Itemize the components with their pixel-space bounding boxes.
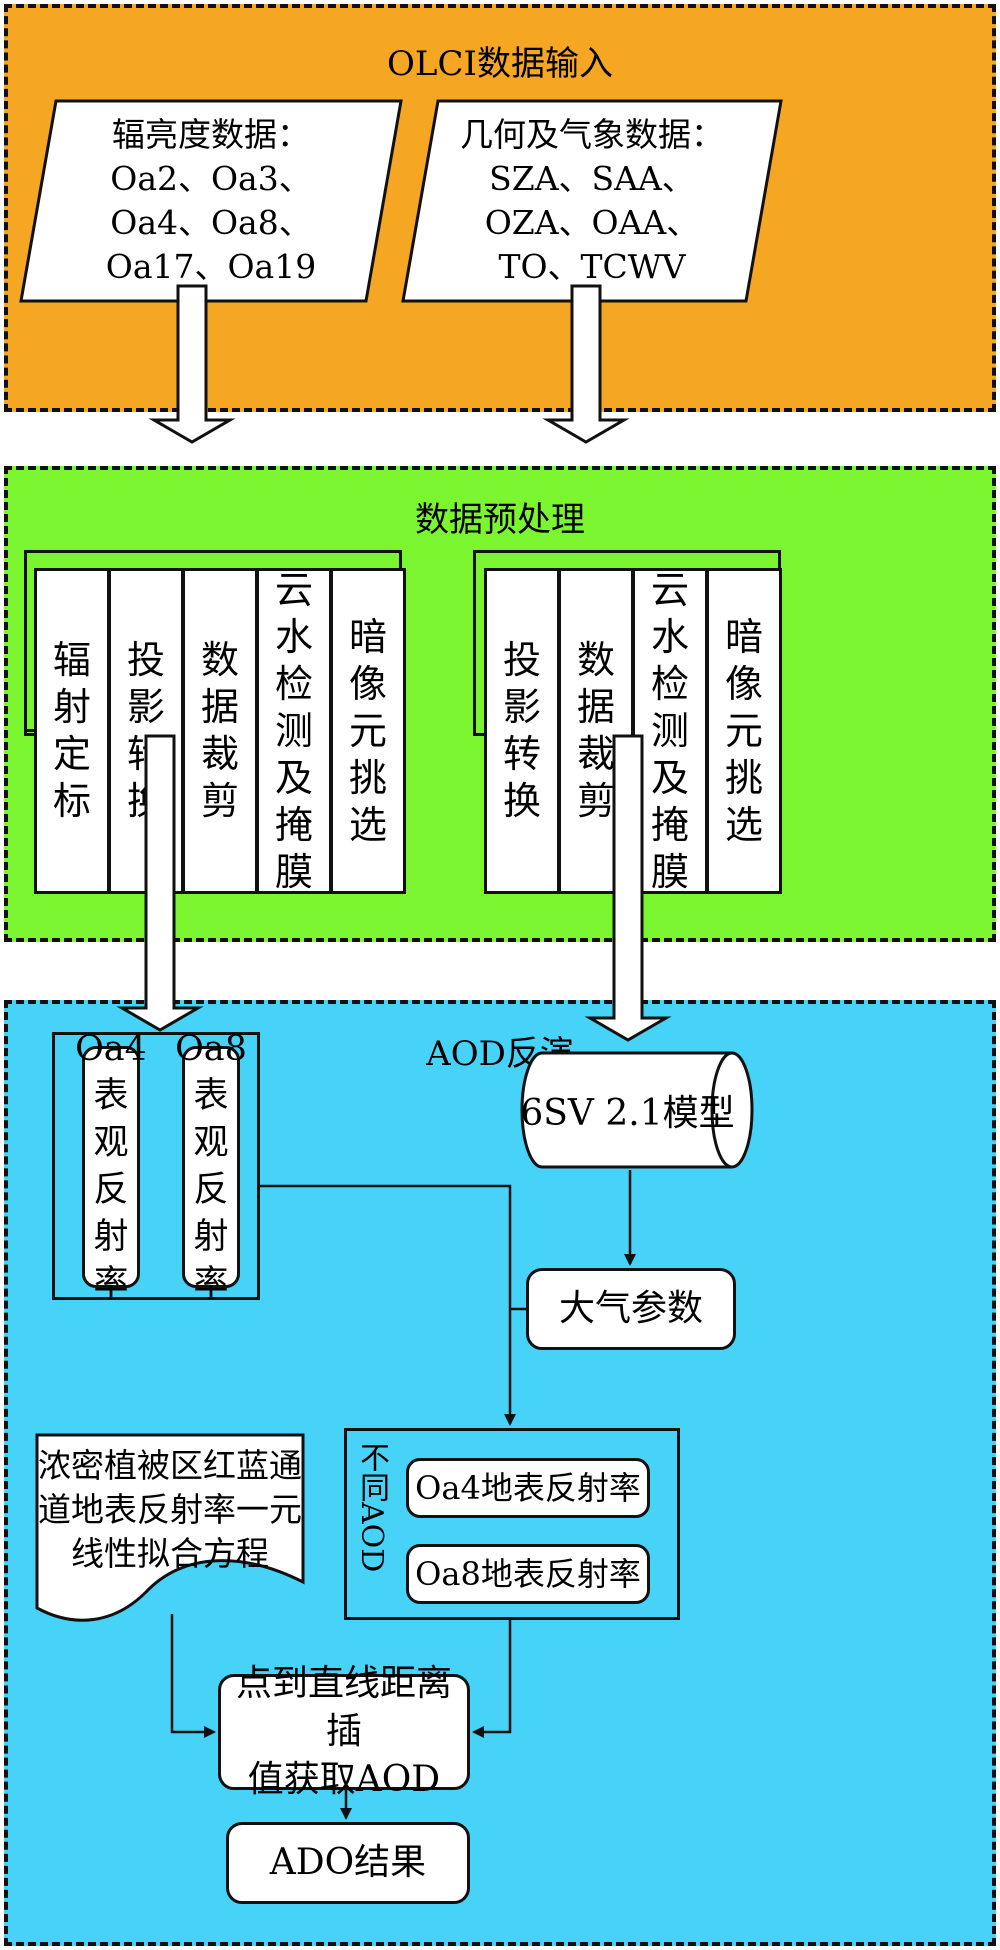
reflect_oa4-char-1: Oa4 <box>75 1029 147 1069</box>
block-arrow-radiance <box>148 284 236 444</box>
preprocess-step-left-4: 云水检测及掩膜 <box>256 568 332 894</box>
preprocess-step-left-1: 辐射定标 <box>34 568 110 894</box>
preprocess-section-title: 数据预处理 <box>415 500 585 540</box>
geometry-line-3: TO、TCWV <box>498 247 686 286</box>
diff-aod-group <box>344 1428 680 1620</box>
reflect_oa8-char-3: 观 <box>193 1123 229 1163</box>
result-box: ADO结果 <box>226 1822 470 1904</box>
apparent-reflectance-group <box>52 1032 260 1300</box>
model-cylinder: 6SV 2.1模型 <box>520 1050 754 1170</box>
dense-veg-line-2: 道地表反射率一元 <box>38 1490 302 1529</box>
radiance-data-box: 辐亮度数据： Oa2、Oa3、 Oa4、Oa8、 Oa17、Oa19 <box>18 98 404 304</box>
oa4-apparent-reflectance: Oa4 表观反射率 <box>75 1029 147 1304</box>
reflect_oa8-char-1: Oa8 <box>175 1029 247 1069</box>
preprocess-step-right-1: 投影转换 <box>484 568 560 894</box>
radiance-line-2: Oa4、Oa8、 <box>110 203 312 242</box>
connector-reflectance-diffaod <box>260 1184 516 1426</box>
reflect_oa4-char-2: 表 <box>93 1076 129 1116</box>
reflect_oa8-char-5: 射 <box>193 1217 229 1257</box>
connector-diffaod-interp <box>472 1620 512 1738</box>
oa4-surface-reflectance: Oa4地表反射率 <box>406 1458 650 1518</box>
block-arrow-right-pre <box>584 734 672 1042</box>
radiance-data-title: 辐亮度数据： <box>112 115 310 154</box>
interp-line-2: 值获取AOD <box>247 1759 441 1800</box>
model-label: 6SV 2.1模型 <box>520 1093 735 1134</box>
preprocess-step-right-3: 云水检测及掩膜 <box>632 568 708 894</box>
geometry-line-1: SZA、SAA、 <box>489 159 695 198</box>
geometry-data-title: 几何及气象数据： <box>460 115 724 154</box>
block-arrow-geometry <box>542 284 630 444</box>
dense-veg-document: 浓密植被区红蓝通 道地表反射率一元 线性拟合方程 <box>34 1432 306 1632</box>
preprocess-step-right-4: 暗像元挑选 <box>706 568 782 894</box>
diff-aod-label: 不同AOD <box>354 1442 389 1573</box>
reflect_oa4-char-6: 率 <box>93 1264 129 1304</box>
interp-box: 点到直线距离插 值获取AOD <box>218 1663 470 1800</box>
interp-line-1: 点到直线距离插 <box>235 1663 452 1752</box>
reflect_oa8-char-2: 表 <box>193 1076 229 1116</box>
geometry-line-2: OZA、OAA、 <box>484 203 700 242</box>
reflect_oa4-char-5: 射 <box>93 1217 129 1257</box>
reflect_oa4-char-3: 观 <box>93 1123 129 1163</box>
oa8-apparent-reflectance: Oa8 表观反射率 <box>175 1029 247 1304</box>
oa8-surface-reflectance: Oa8地表反射率 <box>406 1544 650 1604</box>
reflect_oa4-char-4: 反 <box>93 1170 129 1210</box>
reflect_oa8-char-6: 率 <box>193 1264 229 1304</box>
input-section-title: OLCI数据输入 <box>387 44 613 84</box>
radiance-line-1: Oa2、Oa3、 <box>110 159 312 198</box>
reflect_oa8-char-4: 反 <box>193 1170 229 1210</box>
connector-doc-interp <box>170 1614 216 1738</box>
atm-params-box: 大气参数 <box>526 1268 736 1350</box>
preprocess-step-left-5: 暗像元挑选 <box>330 568 406 894</box>
geometry-data-box: 几何及气象数据： SZA、SAA、 OZA、OAA、 TO、TCWV <box>400 98 784 304</box>
radiance-line-3: Oa17、Oa19 <box>105 247 317 286</box>
dense-veg-line-1: 浓密植被区红蓝通 <box>38 1446 302 1485</box>
dense-veg-line-3: 线性拟合方程 <box>71 1534 269 1573</box>
block-arrow-left-pre <box>116 734 204 1032</box>
